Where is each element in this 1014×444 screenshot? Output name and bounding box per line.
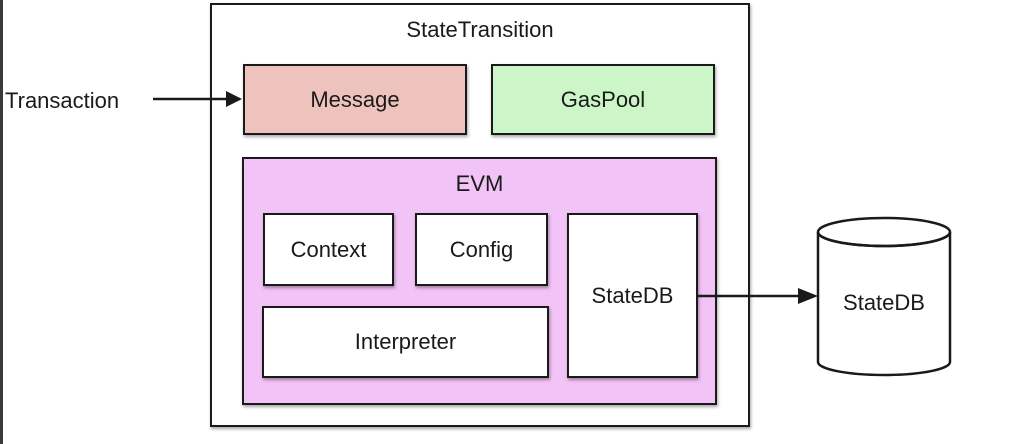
config-box: Config <box>415 213 548 286</box>
context-label: Context <box>290 236 367 262</box>
evm-statedb-box: StateDB <box>567 213 698 378</box>
gaspool-box: GasPool <box>491 64 715 135</box>
transaction-label: Transaction <box>5 88 120 113</box>
left-edge-border <box>0 0 3 444</box>
message-box: Message <box>243 64 467 135</box>
interpreter-box: Interpreter <box>262 306 549 378</box>
state-transition-title: StateTransition <box>406 17 554 42</box>
database-label: StateDB <box>843 290 925 315</box>
interpreter-label: Interpreter <box>354 329 457 354</box>
statedb-arrow-icon <box>698 288 818 304</box>
context-box: Context <box>263 213 394 286</box>
transaction-arrow-icon <box>153 91 242 107</box>
evm-title: EVM <box>455 171 504 196</box>
message-label: Message <box>310 86 400 112</box>
evm-statedb-label: StateDB <box>591 282 674 308</box>
gaspool-label: GasPool <box>560 86 646 112</box>
config-label: Config <box>449 236 514 262</box>
database-cylinder-icon <box>816 216 952 377</box>
